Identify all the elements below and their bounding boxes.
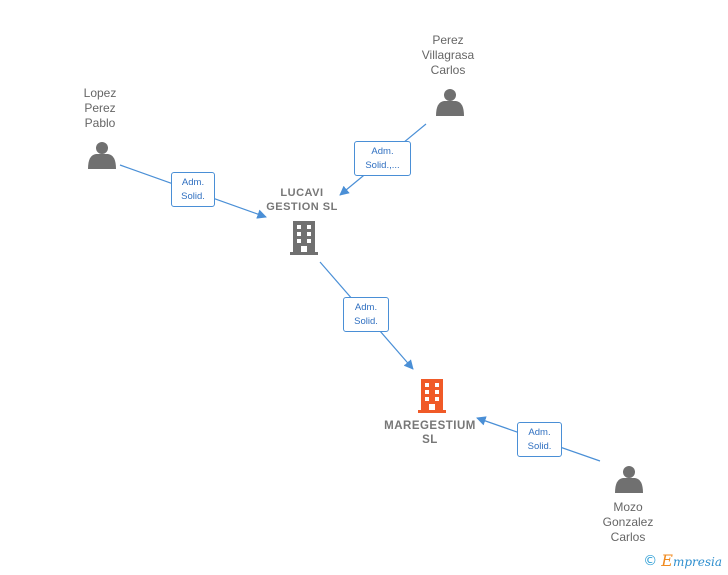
footer-brand: © Empresia [643, 551, 722, 571]
edge-label-lucavi-maregestium: Adm. Solid. [343, 297, 389, 332]
person-name-mozo[interactable]: Mozo Gonzalez Carlos [602, 500, 654, 544]
edge-label-lopez-lucavi: Adm. Solid. [171, 172, 215, 207]
person-icon[interactable] [436, 89, 464, 116]
edge-label-perez-lucavi: Adm. Solid.,... [354, 141, 411, 176]
empresia-logo[interactable]: Empresia [661, 551, 722, 571]
edge-label-mozo-maregestium: Adm. Solid. [517, 422, 562, 457]
brand-rest: mpresia [672, 555, 722, 569]
company-name-maregestium[interactable]: MAREGESTIUM SL [384, 420, 476, 446]
brand-first-letter: E [661, 551, 673, 570]
person-icon[interactable] [88, 142, 116, 169]
main-building-icon[interactable] [418, 379, 446, 413]
person-icon[interactable] [615, 466, 643, 493]
copyright-icon: © [643, 553, 658, 569]
building-icon[interactable] [290, 221, 318, 255]
person-name-lopez[interactable]: Lopez Perez Pablo [83, 86, 117, 130]
company-name-lucavi[interactable]: LUCAVI GESTION SL [266, 187, 338, 213]
person-name-perez[interactable]: Perez Villagrasa Carlos [421, 33, 475, 77]
